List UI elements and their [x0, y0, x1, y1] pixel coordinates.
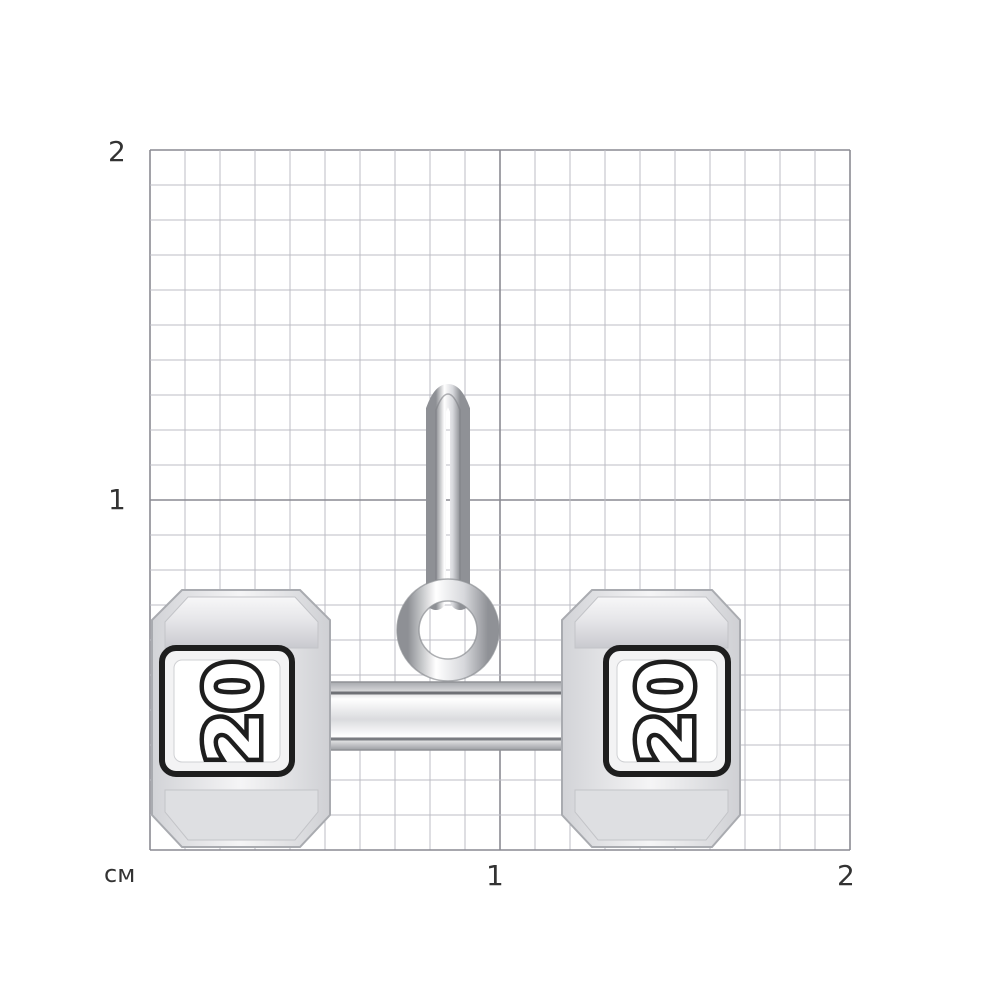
x-axis-label-2: 2 — [837, 859, 855, 892]
left-weight-plate — [151, 589, 331, 848]
y-axis-label-2: 2 — [108, 135, 126, 168]
weight-engraving-right: 20 — [624, 661, 710, 764]
jump-ring — [397, 579, 499, 681]
pendant-bail — [426, 384, 470, 610]
right-weight-plate — [561, 589, 741, 848]
dumbbell-pendant: 20 20 — [151, 384, 741, 848]
x-axis-label-1: 1 — [486, 859, 504, 892]
weight-engraving-left: 20 — [191, 661, 277, 764]
unit-label: см — [104, 860, 136, 888]
y-axis-label-1: 1 — [108, 483, 126, 516]
